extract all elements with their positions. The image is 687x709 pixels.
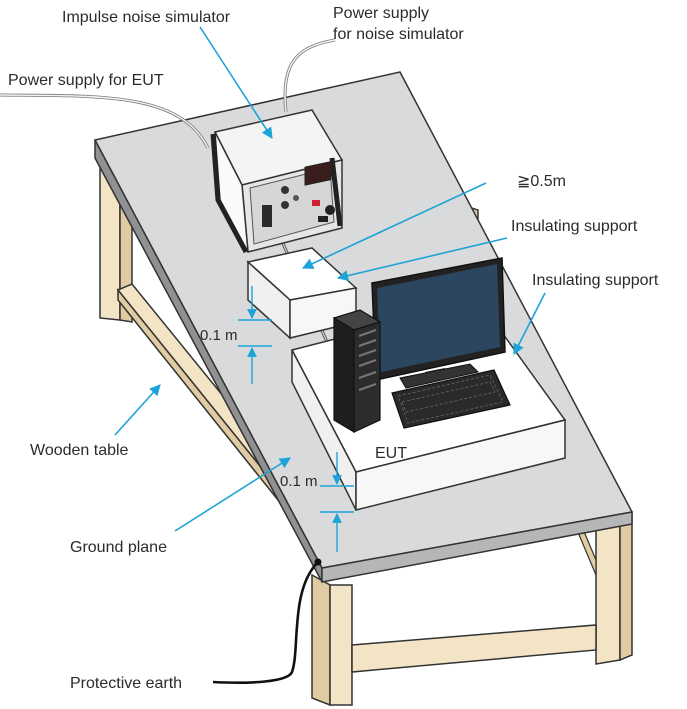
keyboard <box>391 369 511 429</box>
label-insulating-support-2: Insulating support <box>532 272 659 289</box>
label-impulse-noise-simulator: Impulse noise simulator <box>62 9 231 26</box>
label-power-supply-noise-line1: Power supply <box>333 5 429 22</box>
protective-earth-wire <box>212 561 319 684</box>
leader-lines <box>114 26 546 532</box>
dimension-lower <box>320 452 354 552</box>
eut-equipment <box>332 257 511 434</box>
label-height-lower: 0.1 m <box>280 473 318 490</box>
pc-tower <box>332 309 382 434</box>
label-protective-earth: Protective earth <box>70 675 182 692</box>
label-power-supply-eut: Power supply for EUT <box>8 72 164 89</box>
dimension-upper <box>238 286 272 384</box>
label-distance: ≧0.5m <box>517 173 566 190</box>
label-power-supply-noise-line2: for noise simulator <box>333 26 464 43</box>
impulse-noise-simulator <box>210 109 344 254</box>
label-ground-plane: Ground plane <box>70 539 167 556</box>
label-height-upper: 0.1 m <box>200 327 238 344</box>
label-eut: EUT <box>375 445 407 462</box>
label-wooden-table: Wooden table <box>30 442 129 459</box>
label-insulating-support-1: Insulating support <box>511 218 638 235</box>
